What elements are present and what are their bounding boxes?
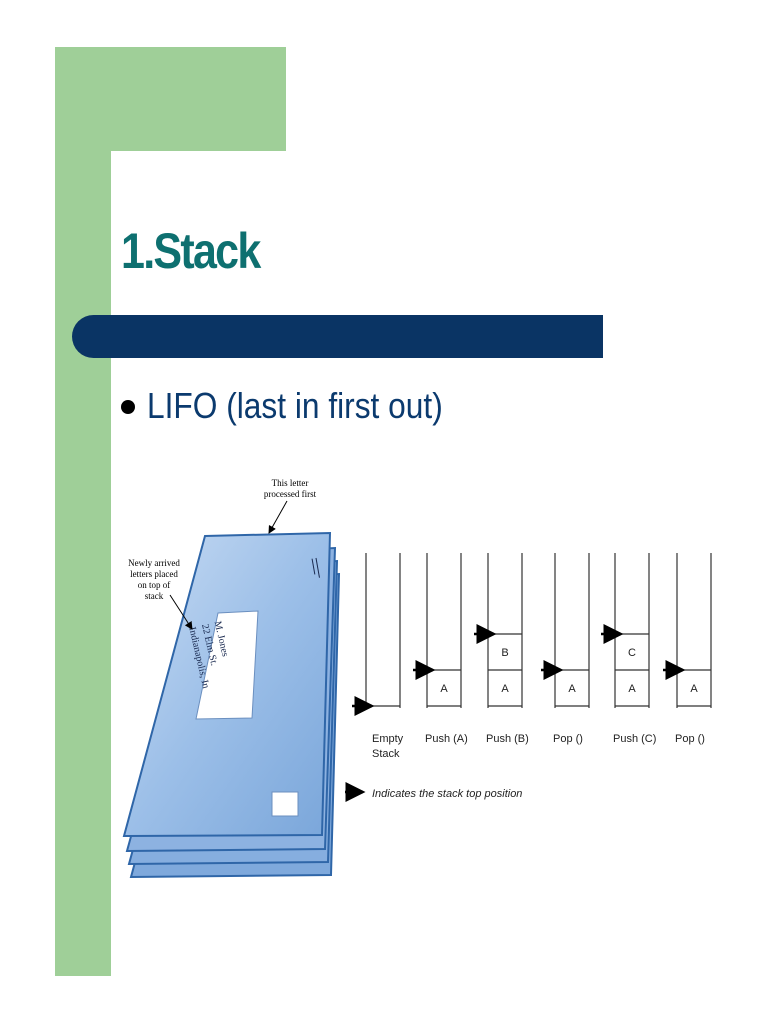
callout-top: This letter processed first	[264, 478, 317, 534]
svg-text:on top of: on top of	[138, 580, 171, 590]
address-label	[195, 610, 259, 720]
stack-cell-label: B	[501, 647, 508, 659]
stack-step-label: Push (A)	[425, 733, 468, 745]
stack-cell-label: C	[628, 647, 636, 659]
legend-text: Indicates the stack top position	[372, 788, 522, 800]
title-underline-bar	[72, 315, 603, 358]
slide-title: 1.Stack	[121, 223, 261, 279]
postmark	[311, 557, 320, 578]
stack-column: A B Push (B)	[474, 553, 529, 745]
bullet-text: LIFO (last in first out)	[147, 385, 443, 426]
svg-text:stack: stack	[145, 591, 164, 601]
green-accent-side	[55, 47, 111, 976]
bullet-icon	[121, 400, 135, 414]
stack-column: A C Push (C)	[601, 553, 656, 745]
stack-cell-label: A	[501, 683, 509, 695]
stack-cell-label: A	[568, 683, 576, 695]
stack-step-label: Push (C)	[613, 733, 656, 745]
stack-column: A Pop ()	[663, 553, 712, 745]
callout-side: Newly arrived letters placed on top of s…	[128, 558, 193, 630]
stack-step-label: Empty	[372, 733, 404, 745]
stack-cell-label: A	[690, 683, 698, 695]
stack-step-label: Push (B)	[486, 733, 529, 745]
stack-cell-label: A	[628, 683, 636, 695]
stack-step-label: Pop ()	[675, 733, 705, 745]
svg-text:This letter: This letter	[272, 478, 309, 488]
svg-text:Newly arrived: Newly arrived	[128, 558, 180, 568]
stack-step-label: Pop ()	[553, 733, 583, 745]
stack-step-label: Stack	[372, 748, 400, 760]
stack-column: A Pop ()	[541, 553, 590, 745]
svg-text:processed first: processed first	[264, 489, 317, 499]
stack-cell-label: A	[440, 683, 448, 695]
legend: Indicates the stack top position	[345, 782, 522, 802]
stack-column: A Push (A)	[413, 553, 468, 745]
svg-text:letters placed: letters placed	[130, 569, 178, 579]
stamp	[271, 791, 299, 817]
letter-stack: M. Jones 22 Elm St. Indianapolis, In	[122, 531, 341, 879]
